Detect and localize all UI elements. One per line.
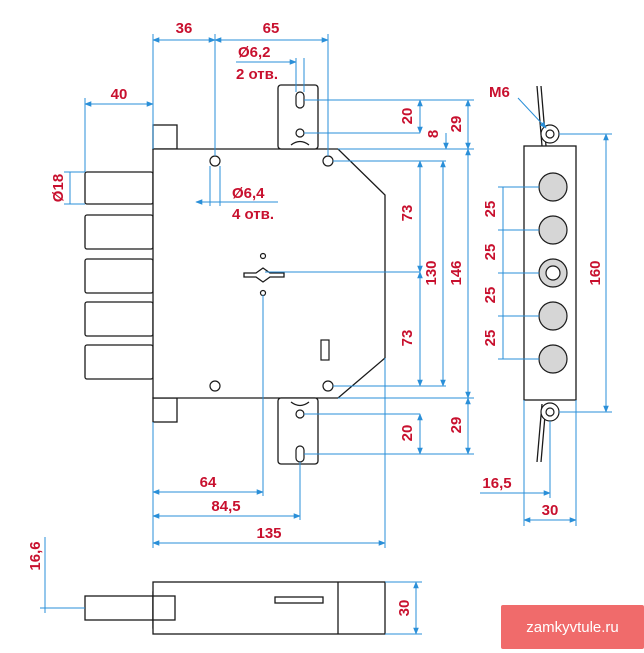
dim-20-bottom: 20 [399,425,416,442]
dim-64: 64 [200,474,217,491]
dim-36: 36 [176,20,193,37]
spacing-4: 25 [482,330,499,347]
bottom-labels: 16,6 30 [27,541,413,616]
dim-30-bottom: 30 [396,600,413,617]
dim-73-top: 73 [399,205,416,222]
dim-29-bottom: 29 [448,417,465,434]
front-labels: 36 65 Ø6,2 2 отв. 40 Ø18 Ø6,4 4 отв. 20 … [50,20,465,542]
bottom-dimensions [40,537,422,635]
lock-body [152,148,386,399]
dim-135: 135 [256,525,281,542]
dim-bolt-dia: Ø18 [50,174,67,202]
watermark: zamkyvtule.ru [501,605,644,649]
front-dimensions [64,34,474,548]
dim-16-5: 16,5 [482,475,511,492]
thread-label: M6 [489,84,510,101]
dim-8: 8 [425,130,442,138]
side-dimensions [480,97,612,526]
dim-20-top: 20 [399,108,416,125]
bolts [84,171,154,380]
dim-hole-body-count: 4 отв. [232,206,274,223]
dim-130: 130 [423,260,440,285]
bottom-tab [152,397,178,423]
bottom-body [152,581,386,635]
dim-160: 160 [587,260,604,285]
dim-84-5: 84,5 [211,498,240,515]
dim-hole-body: Ø6,4 [232,185,265,202]
spacing-2: 25 [482,244,499,261]
top-tab [152,124,178,150]
dim-146: 146 [448,260,465,285]
dim-40: 40 [111,86,128,103]
bottom-view [84,581,386,635]
spacing-3: 25 [482,287,499,304]
side-view [523,85,577,463]
spacing-1: 25 [482,201,499,218]
dim-30-side: 30 [542,502,559,519]
dim-hole-top-count: 2 отв. [236,66,278,83]
dim-65: 65 [263,20,280,37]
dim-16-6: 16,6 [27,541,44,570]
side-labels: M6 25 25 25 25 160 16,5 30 [482,84,604,519]
dim-hole-top: Ø6,2 [238,44,271,61]
bottom-bolt [84,595,158,621]
dim-73-bottom: 73 [399,330,416,347]
dim-29-top: 29 [448,116,465,133]
front-view [84,84,386,465]
